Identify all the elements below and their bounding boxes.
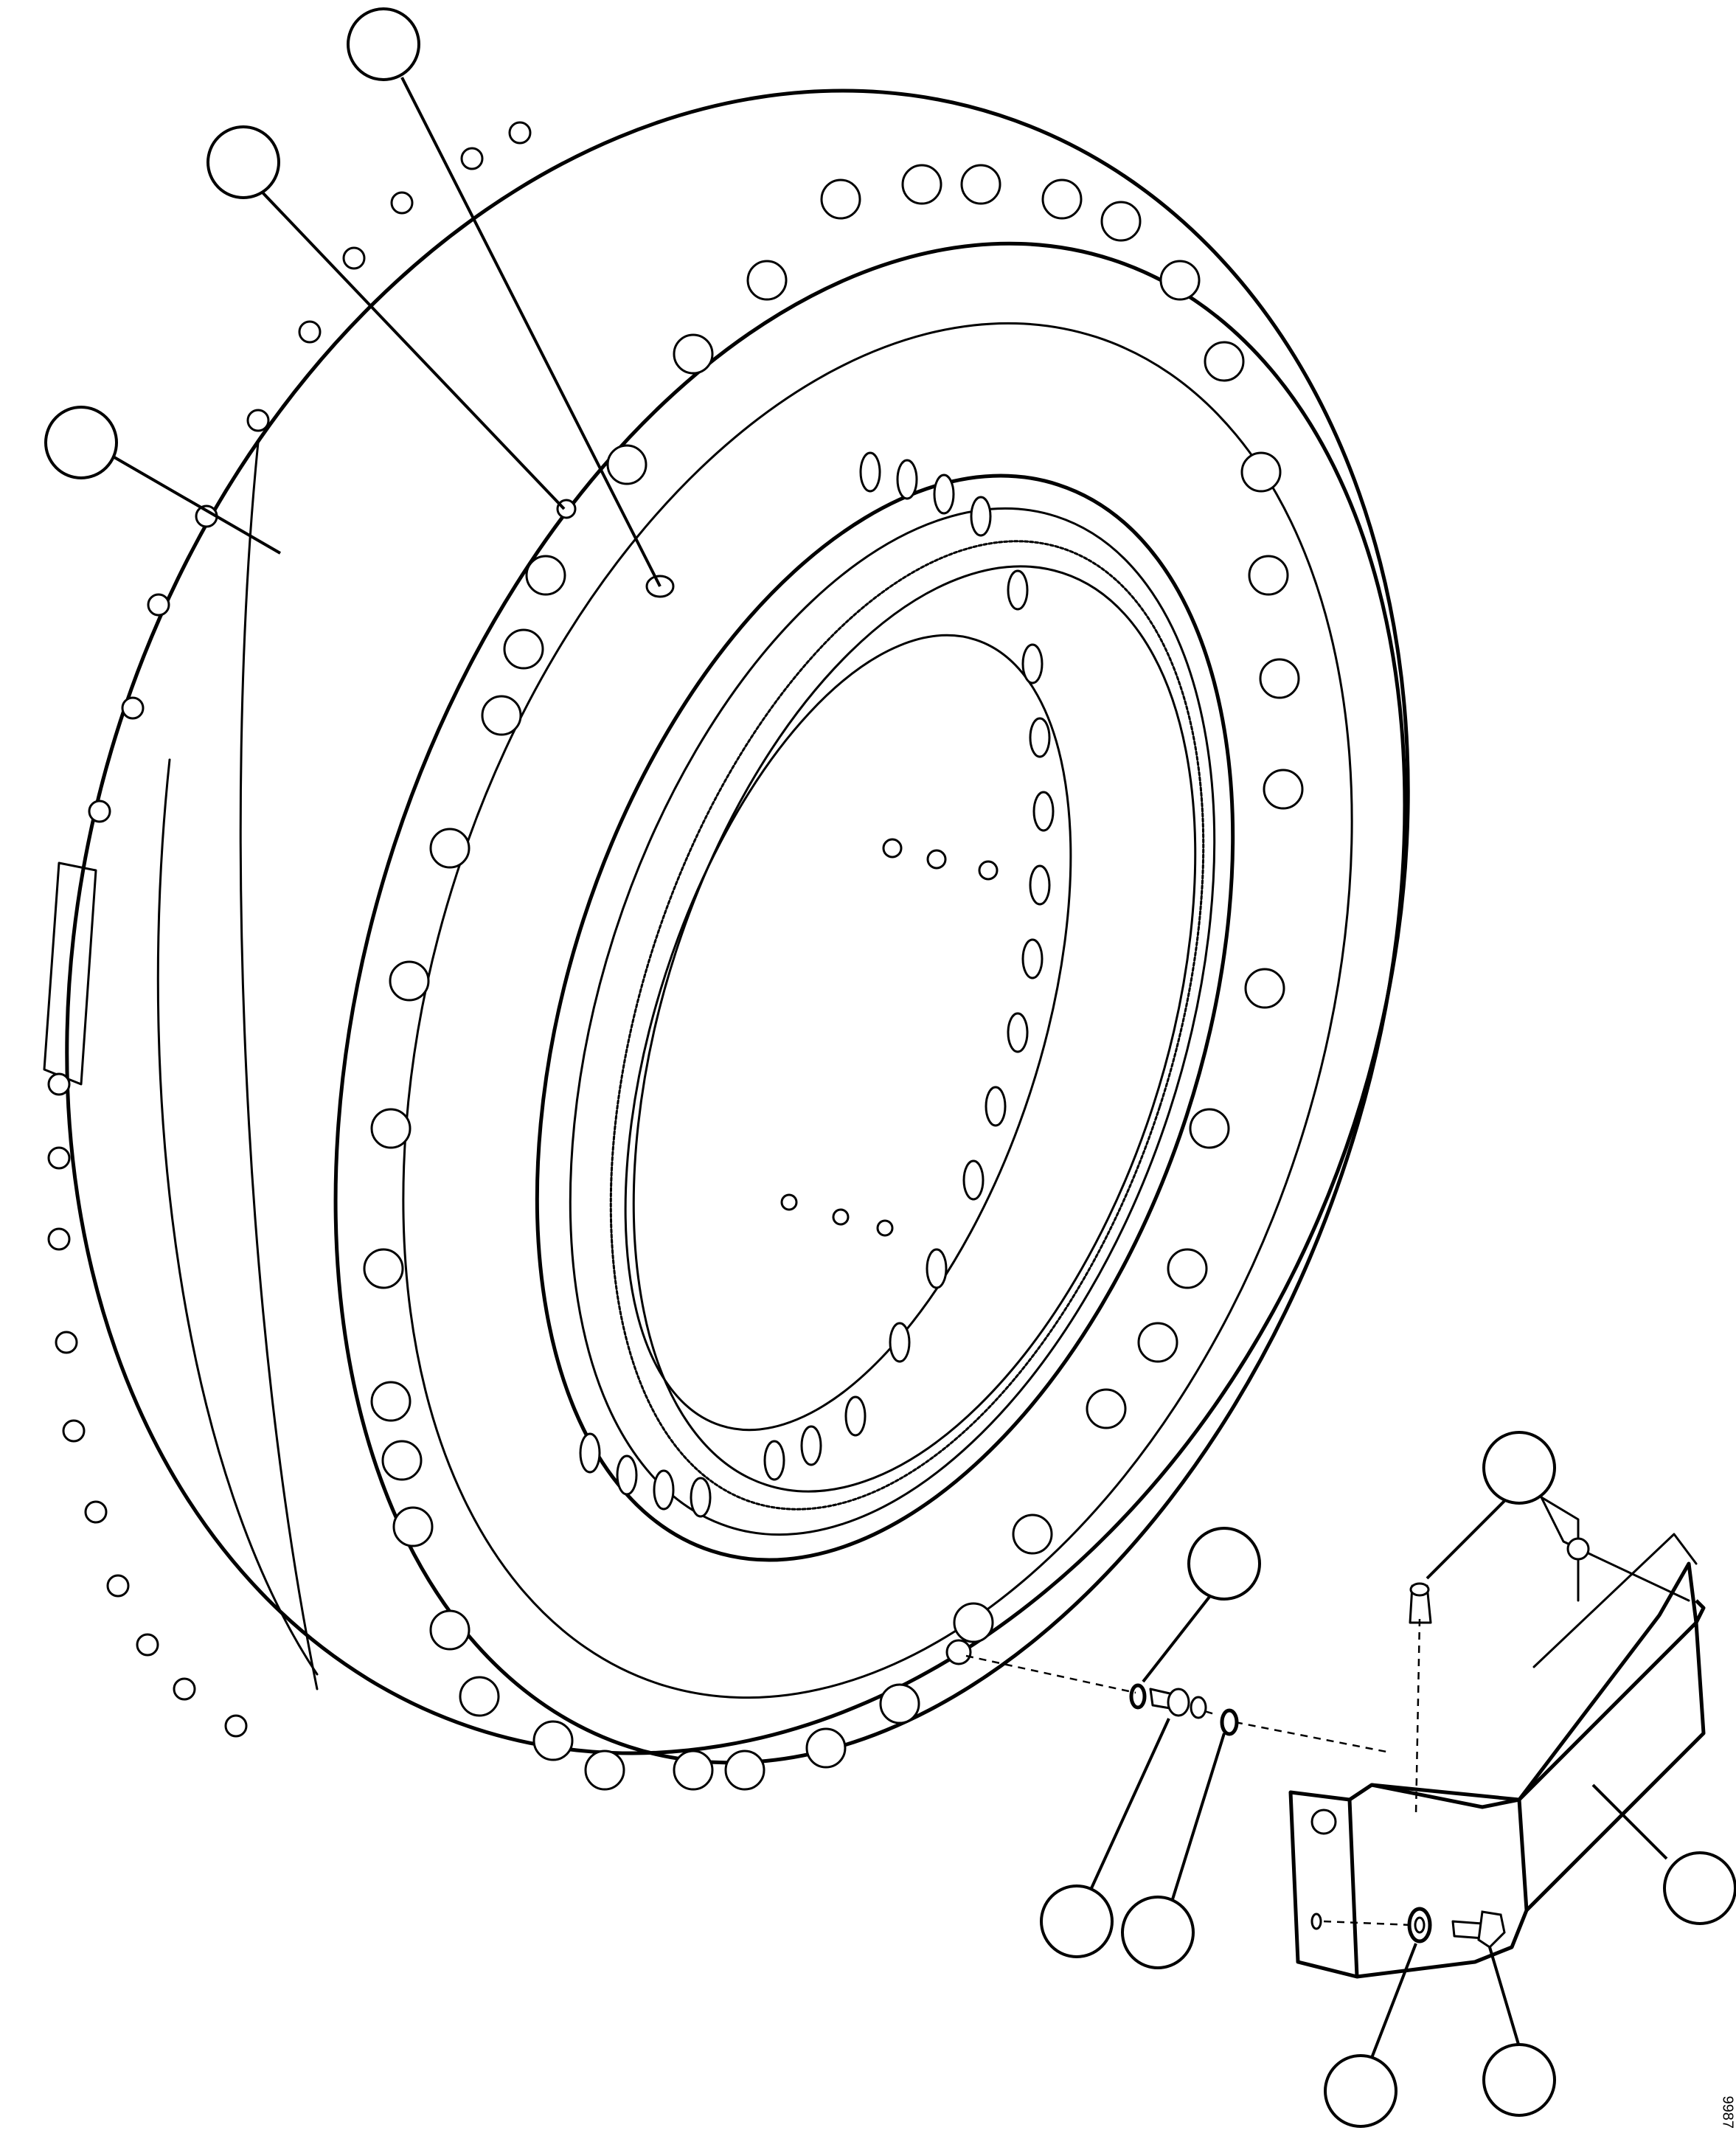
callout-upper-left [206,125,280,199]
bolt-ring [363,164,1304,1791]
callout-washer [1324,2054,1398,2128]
exploded-fittings [965,1654,1387,1753]
callout-nipple [1040,1884,1114,1958]
callout-bolt [1482,2043,1556,2117]
guard-bracket [1288,1496,1706,1979]
callout-top [347,7,420,81]
callout-left [44,406,118,479]
callout-leaders [113,77,1668,2059]
callout-fitting [1482,1431,1556,1505]
callout-guard [1663,1851,1736,1925]
callout-ring [1187,1527,1261,1601]
callout-oring [1121,1896,1195,1969]
bore-holes [579,451,1055,1518]
callout-balloons [44,7,1736,2128]
drawing-id-label: 9987 [1719,2095,1735,2129]
rim-bolts [47,121,532,1738]
brake-housing [43,89,1410,1765]
